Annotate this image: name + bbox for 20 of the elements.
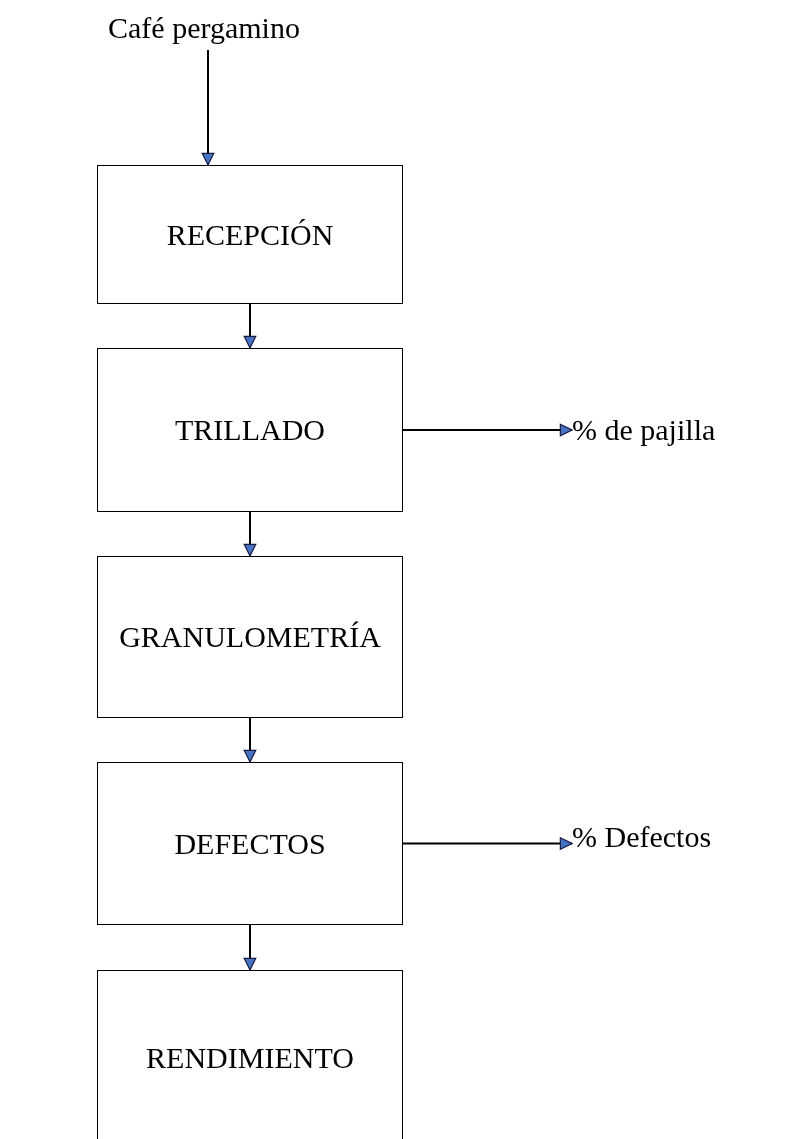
box-label: TRILLADO — [175, 413, 325, 447]
box-label: RECEPCIÓN — [166, 217, 334, 252]
arrow — [243, 924, 257, 971]
arrow — [201, 49, 215, 166]
arrow — [243, 511, 257, 557]
arrow — [402, 423, 573, 437]
flow-label: Café pergamino — [108, 11, 300, 45]
process-box — [97, 348, 403, 512]
box-label: GRANULOMETRÍA — [119, 620, 381, 654]
process-box — [97, 970, 403, 1139]
arrow — [402, 837, 573, 850]
box-label: RENDIMIENTO — [146, 1040, 354, 1075]
box-label: DEFECTOS — [174, 826, 326, 861]
arrow — [243, 717, 257, 763]
process-box — [97, 165, 403, 304]
flow-label: % de pajilla — [572, 413, 716, 447]
process-box — [97, 556, 403, 718]
arrow — [243, 303, 257, 349]
flow-label: % Defectos — [572, 820, 712, 854]
process-box — [97, 762, 403, 925]
